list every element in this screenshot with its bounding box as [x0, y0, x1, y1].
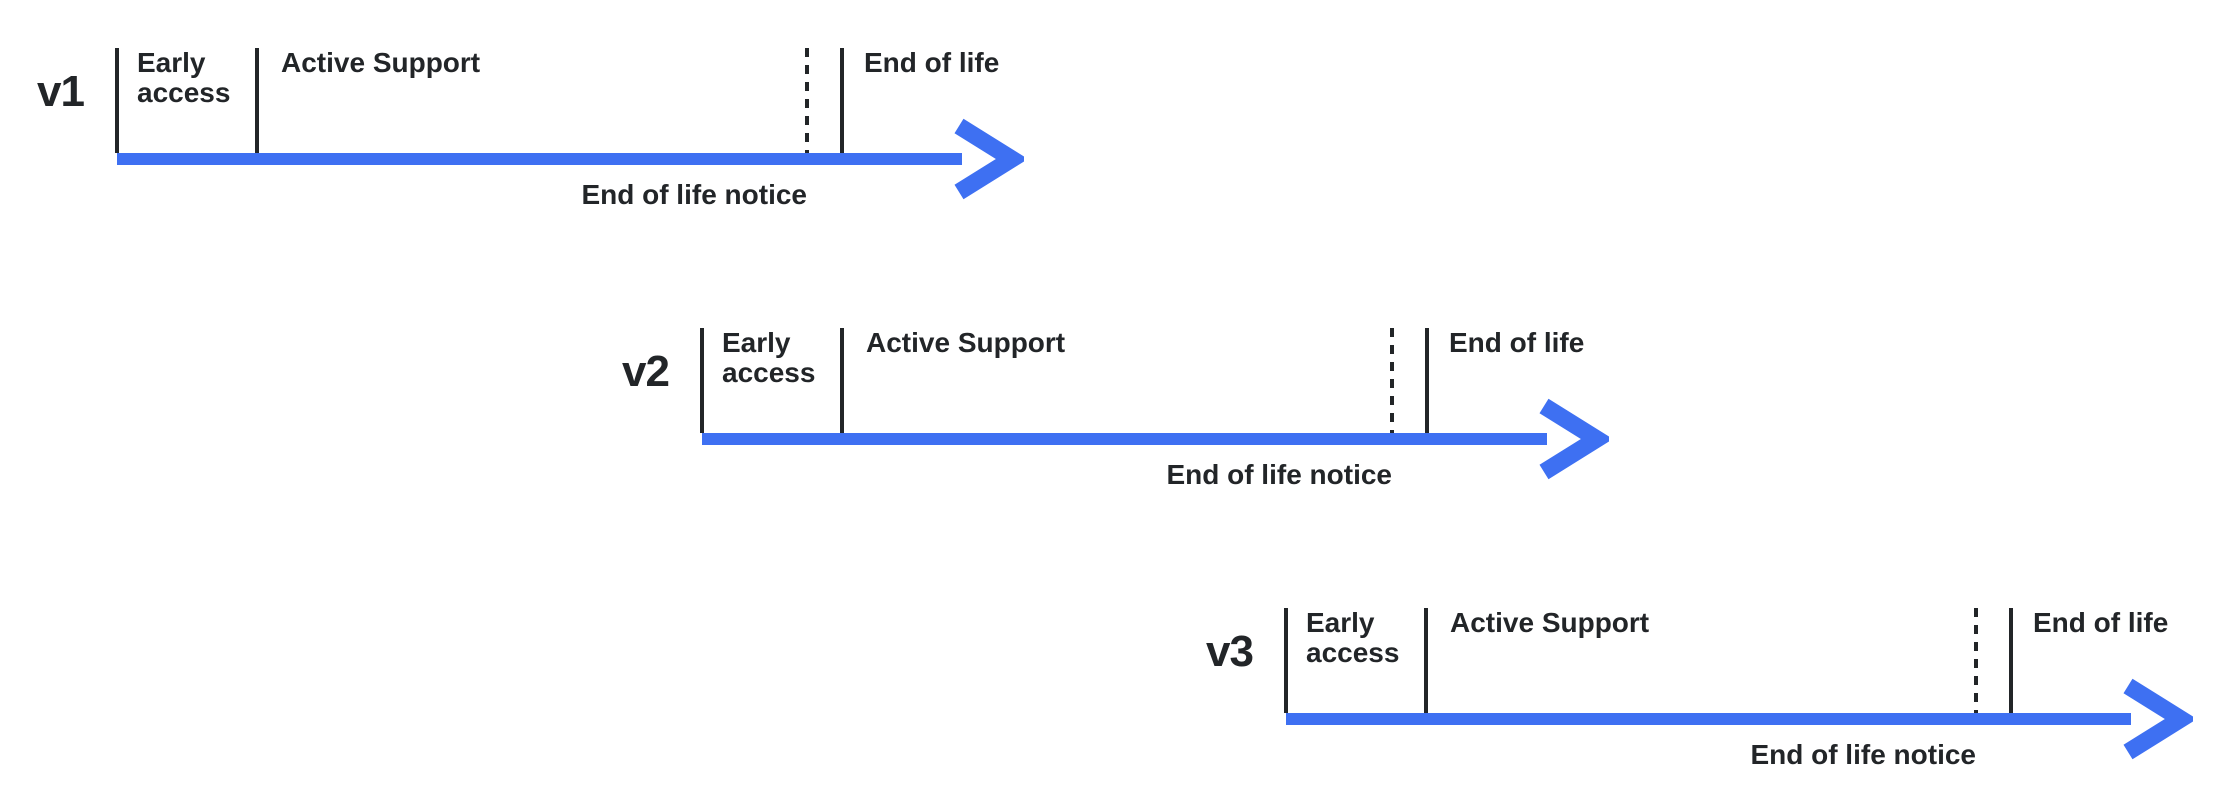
label-active-support: Active Support [866, 327, 1066, 358]
label-eol-notice: End of life notice [581, 179, 807, 210]
tick-end-of-life [1425, 328, 1429, 433]
timeline-v1: v1 Early access Active Support End of li… [37, 47, 1037, 228]
timeline-v2: v2 Early access Active Support End of li… [622, 327, 1622, 508]
tick-release-start [1284, 608, 1288, 713]
label-early-access: Early access [137, 47, 231, 108]
timeline-arrow-shaft [117, 153, 962, 165]
label-eol-notice: End of life notice [1750, 739, 1976, 770]
tick-early-access-end [255, 48, 259, 153]
arrowhead-icon [1539, 398, 1609, 480]
arrowhead-icon [2123, 678, 2193, 760]
tick-end-of-life [840, 48, 844, 153]
version-label: v3 [1206, 627, 1254, 676]
label-end-of-life: End of life [1449, 327, 1585, 358]
tick-early-access-end [1424, 608, 1428, 713]
timeline-arrow-shaft [702, 433, 1547, 445]
tick-early-access-end [840, 328, 844, 433]
arrowhead-icon [954, 118, 1024, 200]
timeline-arrow-shaft [1286, 713, 2131, 725]
version-label: v1 [37, 67, 85, 116]
tick-release-start [700, 328, 704, 433]
version-label: v2 [622, 347, 670, 396]
tick-end-of-life [2009, 608, 2013, 713]
label-early-access: Early access [722, 327, 816, 388]
tick-eol-notice-dashed [805, 48, 809, 153]
label-early-access: Early access [1306, 607, 1400, 668]
label-end-of-life: End of life [2033, 607, 2169, 638]
label-active-support: Active Support [1450, 607, 1650, 638]
tick-release-start [115, 48, 119, 153]
timeline-v3: v3 Early access Active Support End of li… [1206, 607, 2206, 788]
tick-eol-notice-dashed [1974, 608, 1978, 713]
label-end-of-life: End of life [864, 47, 1000, 78]
tick-eol-notice-dashed [1390, 328, 1394, 433]
label-eol-notice: End of life notice [1166, 459, 1392, 490]
label-active-support: Active Support [281, 47, 481, 78]
